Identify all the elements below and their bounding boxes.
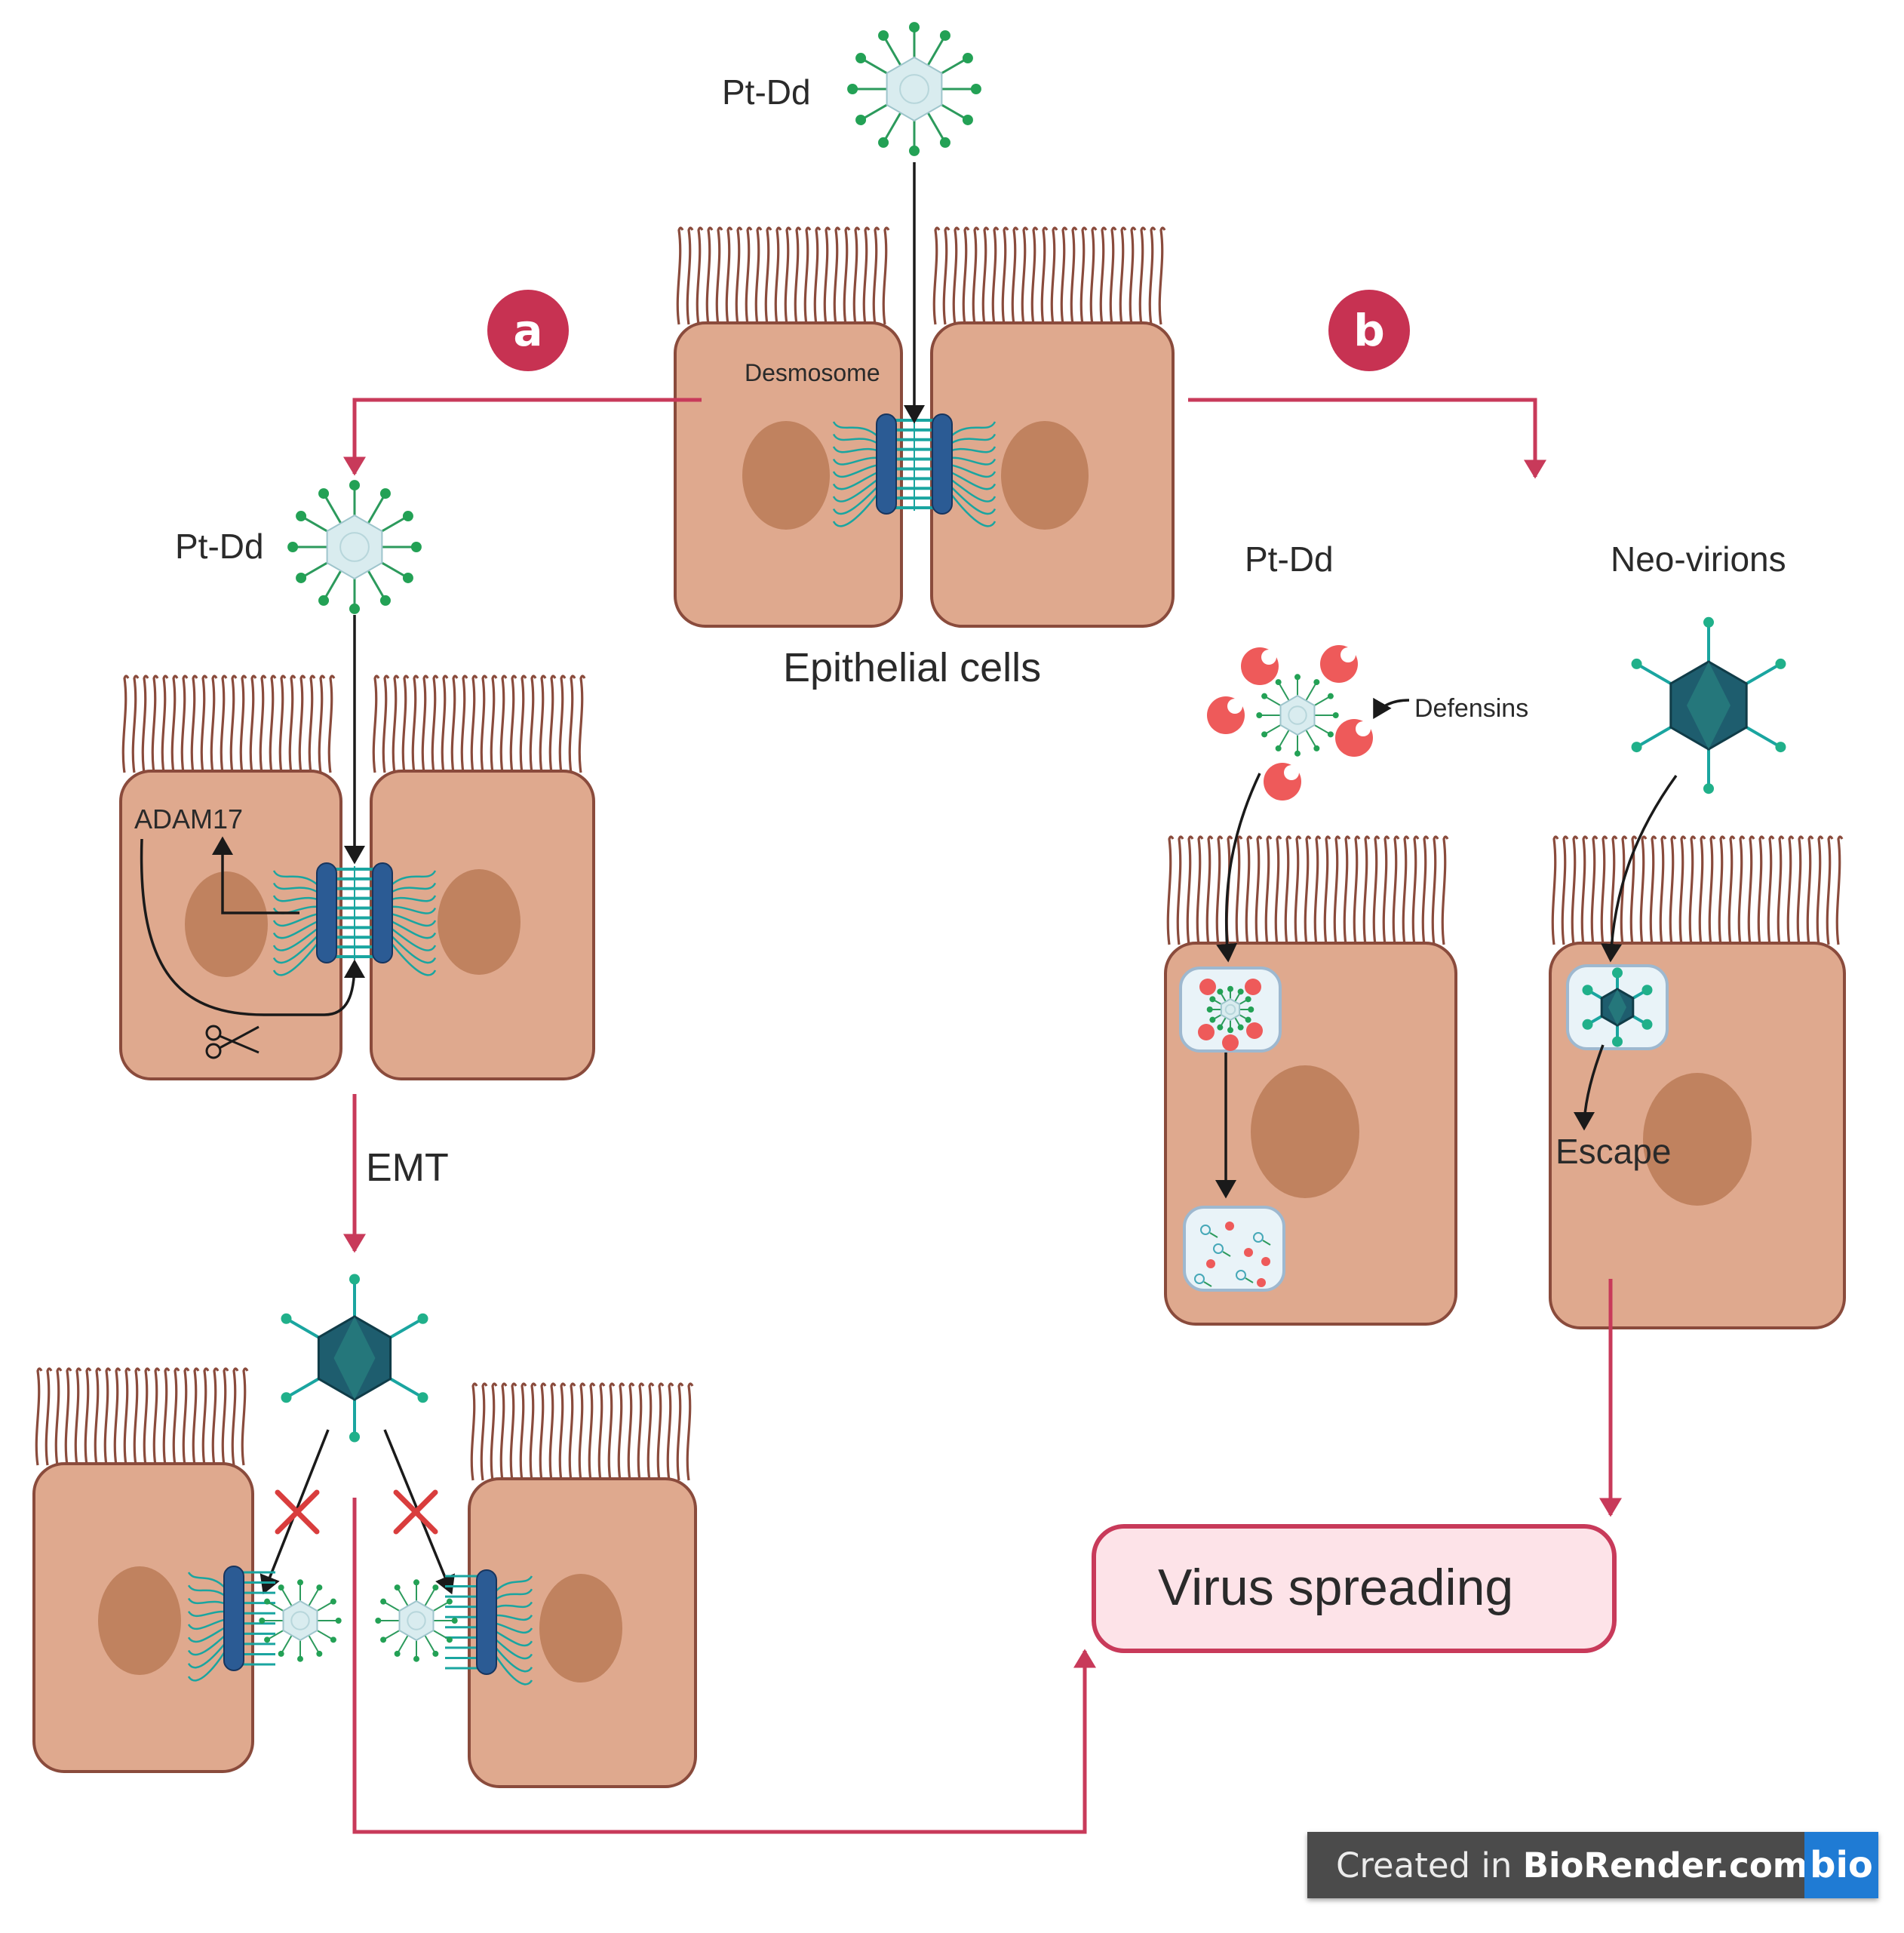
bottom-left-epithelial-cells [32, 1367, 697, 1788]
nucleus [98, 1566, 181, 1675]
epithelial-cells-label: Epithelial cells [783, 645, 1041, 690]
nucleus [1643, 1073, 1752, 1206]
watermark-prefix: Created in [1336, 1845, 1523, 1885]
blocked-x-icon [275, 1489, 320, 1535]
nucleus [742, 421, 830, 530]
desmosome [272, 862, 437, 976]
degraded-endosome [1183, 1206, 1285, 1292]
neo-virions-label: Neo-virions [1611, 539, 1786, 579]
pathway-a-arrow [343, 398, 702, 476]
nucleus [1251, 1065, 1359, 1198]
virus-spreading-box: Virus spreading [1092, 1524, 1617, 1653]
pt-dd-virus [287, 480, 422, 614]
adam17-label: ADAM17 [134, 804, 243, 834]
cleavage-arrow [140, 838, 365, 1016]
blocked-x-icon [393, 1489, 438, 1535]
svg-text:b: b [1353, 305, 1385, 356]
nucleus [539, 1574, 622, 1683]
neo-virion [281, 1274, 428, 1443]
top-epithelial-cells: Desmosome Epithelial cells [674, 226, 1175, 690]
middle-left-epithelial-cells: ADAM17 [119, 675, 595, 1080]
defensins-label: Defensins [1414, 694, 1528, 723]
emt-label: EMT [366, 1146, 449, 1190]
uptake-arrow [1216, 773, 1261, 963]
scissors-icon [205, 1025, 259, 1059]
nucleus [185, 871, 268, 977]
pt-dd-label: Pt-Dd [722, 72, 811, 112]
desmosome-label: Desmosome [745, 359, 880, 386]
neo-virion [1631, 616, 1786, 794]
pt-dd-label: Pt-Dd [175, 527, 264, 566]
nucleus [1001, 421, 1089, 530]
microvilli [676, 226, 890, 325]
microvilli [932, 226, 1166, 325]
spreading-arrow [352, 1498, 1096, 1834]
right-epithelial-cell-defensins [1164, 773, 1457, 1326]
defensins-pointer [1373, 697, 1410, 720]
adam17-arrow [212, 836, 299, 914]
svg-text:a: a [513, 305, 542, 356]
pt-dd-virus [259, 1579, 342, 1662]
biorender-logo: bio [1804, 1832, 1878, 1898]
escape-label: Escape [1555, 1132, 1671, 1171]
right-epithelial-cell-neo: Escape [1549, 774, 1846, 1329]
pathway-b-arrow [1188, 398, 1546, 479]
defensin-bound-virus [1207, 645, 1373, 801]
nucleus [438, 869, 521, 975]
virus-spreading-label: Virus spreading [1158, 1559, 1513, 1616]
pt-dd-virus [847, 22, 981, 156]
watermark-brand: BioRender.com [1522, 1845, 1808, 1885]
pt-dd-label: Pt-Dd [1245, 539, 1334, 579]
pathway-b-badge: b [1328, 290, 1410, 371]
half-desmosome [445, 1569, 533, 1686]
uptake-arrow [1601, 774, 1678, 963]
desmosome [832, 413, 997, 527]
pt-dd-virus [375, 1579, 458, 1662]
biorender-watermark: Created in BioRender.com bio [1307, 1832, 1878, 1898]
pathway-a-badge: a [487, 290, 569, 371]
half-desmosome [187, 1566, 275, 1682]
escape-arrow [1574, 1044, 1605, 1131]
